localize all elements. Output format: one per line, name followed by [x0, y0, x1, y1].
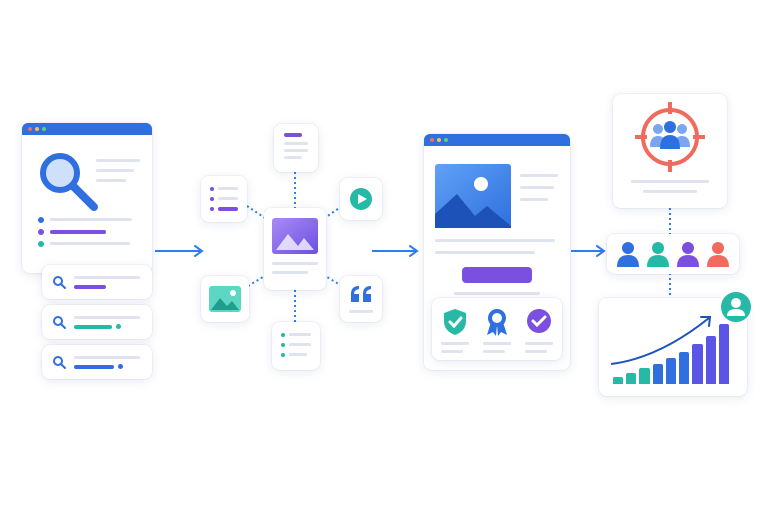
flow-arrow-1	[155, 245, 204, 257]
user-group-icon	[650, 121, 690, 149]
hub-list-card	[201, 176, 247, 222]
bullet-blue	[38, 217, 44, 223]
growth-bar	[639, 368, 650, 384]
window-titlebar	[22, 123, 152, 135]
image-icon	[209, 286, 241, 312]
target-audience-card	[613, 94, 727, 208]
user-icon	[707, 242, 729, 267]
growth-bar	[613, 376, 624, 384]
user-icon	[617, 242, 639, 267]
trust-badges-panel	[432, 298, 562, 360]
growth-bar	[679, 351, 690, 384]
hub-doc-bottom	[272, 322, 320, 370]
window-maximize-dot	[444, 138, 448, 142]
search-icon	[53, 316, 66, 329]
window-close-dot	[28, 127, 32, 131]
search-result-1[interactable]	[42, 265, 152, 299]
audience-segment-card	[607, 234, 739, 274]
image-icon	[272, 218, 318, 254]
flow-arrow-2	[372, 245, 419, 257]
growth-bar	[665, 357, 677, 384]
search-result-3[interactable]	[42, 345, 152, 379]
window-minimize-dot	[35, 127, 39, 131]
bullet-purple	[38, 229, 44, 235]
trend-arrow-icon	[610, 316, 712, 365]
hero-image-icon	[435, 164, 511, 228]
growth-bar	[718, 324, 729, 384]
search-icon	[53, 276, 66, 289]
hub-center-card	[264, 208, 326, 290]
shield-check-icon	[444, 309, 466, 335]
window-close-dot	[430, 138, 434, 142]
check-badge-icon	[527, 309, 551, 333]
search-icon	[40, 153, 98, 211]
user-icon	[719, 290, 753, 324]
search-icon	[53, 356, 66, 369]
user-icon	[677, 242, 699, 267]
landing-page-window	[424, 134, 570, 370]
play-icon	[350, 188, 372, 210]
flow-arrow-3	[571, 245, 606, 257]
ribbon-award-icon	[487, 309, 507, 336]
search-result-2[interactable]	[42, 305, 152, 339]
window-minimize-dot	[437, 138, 441, 142]
growth-bars	[613, 324, 729, 384]
hub-doc-top	[274, 124, 318, 172]
search-page-window	[22, 123, 152, 273]
growth-bar	[652, 363, 663, 384]
hub-video-card[interactable]	[340, 178, 382, 220]
window-maximize-dot	[42, 127, 46, 131]
bullet-teal	[38, 241, 44, 247]
growth-bar	[626, 373, 637, 384]
growth-bar	[692, 344, 703, 384]
cta-button[interactable]	[462, 267, 532, 283]
quote-icon	[351, 286, 371, 302]
hub-quote-card	[340, 276, 382, 322]
hub-image-card	[201, 276, 249, 322]
user-icon	[647, 242, 669, 267]
window-titlebar	[424, 134, 570, 146]
growth-bar	[705, 336, 716, 384]
target-icon	[635, 102, 705, 172]
